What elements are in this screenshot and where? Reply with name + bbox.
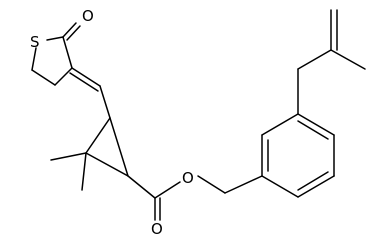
bond-methyl-left (50, 152, 87, 161)
bond-alkene-methyl (330, 49, 366, 70)
ester-oxygen-label: O (182, 169, 194, 187)
bond-ch2-c-ylidene (54, 67, 73, 86)
sulfur-label: S (30, 33, 40, 51)
bond-methyl-down (81, 152, 87, 191)
bond-aromatic-2 (261, 113, 299, 136)
bond-carbonyl-s (46, 36, 64, 41)
bond-cyclopropane-top-left (85, 117, 111, 154)
bond-co-lactone-2 (66, 25, 81, 41)
lactone-oxygen-label: O (82, 7, 94, 25)
bond-aromatic-6 (261, 175, 299, 198)
carbonyl-oxygen-label: O (151, 220, 163, 237)
bond-vinyl-cyclopropane (99, 85, 111, 119)
bond-aromatic-3 (297, 113, 335, 136)
bond-exocyclic-alkene-1 (71, 67, 101, 87)
bond-cyclopropane-left-right (85, 152, 129, 177)
bond-co-lactone-1 (62, 22, 77, 38)
bond-ester-o-benzyl (197, 175, 226, 194)
bond-c-ylidene-carbonyl (62, 36, 73, 69)
bond-ch2-alkene (297, 49, 332, 70)
bond-aromatic-5-inner (297, 171, 329, 191)
bond-s-ch2 (31, 47, 37, 71)
bond-cyclopropane-carbonyl (127, 175, 156, 199)
bond-cyclopropane-right-top (109, 117, 129, 177)
bond-aromatic-3-inner (297, 120, 329, 140)
bond-benzyl-aromatic (224, 175, 263, 194)
bond-exocyclic-alkene-2 (69, 72, 99, 92)
bond-carbonyl-ester-o (154, 181, 181, 199)
bond-aromatic-5 (297, 175, 335, 198)
bond-ch2-ch2 (31, 69, 56, 86)
